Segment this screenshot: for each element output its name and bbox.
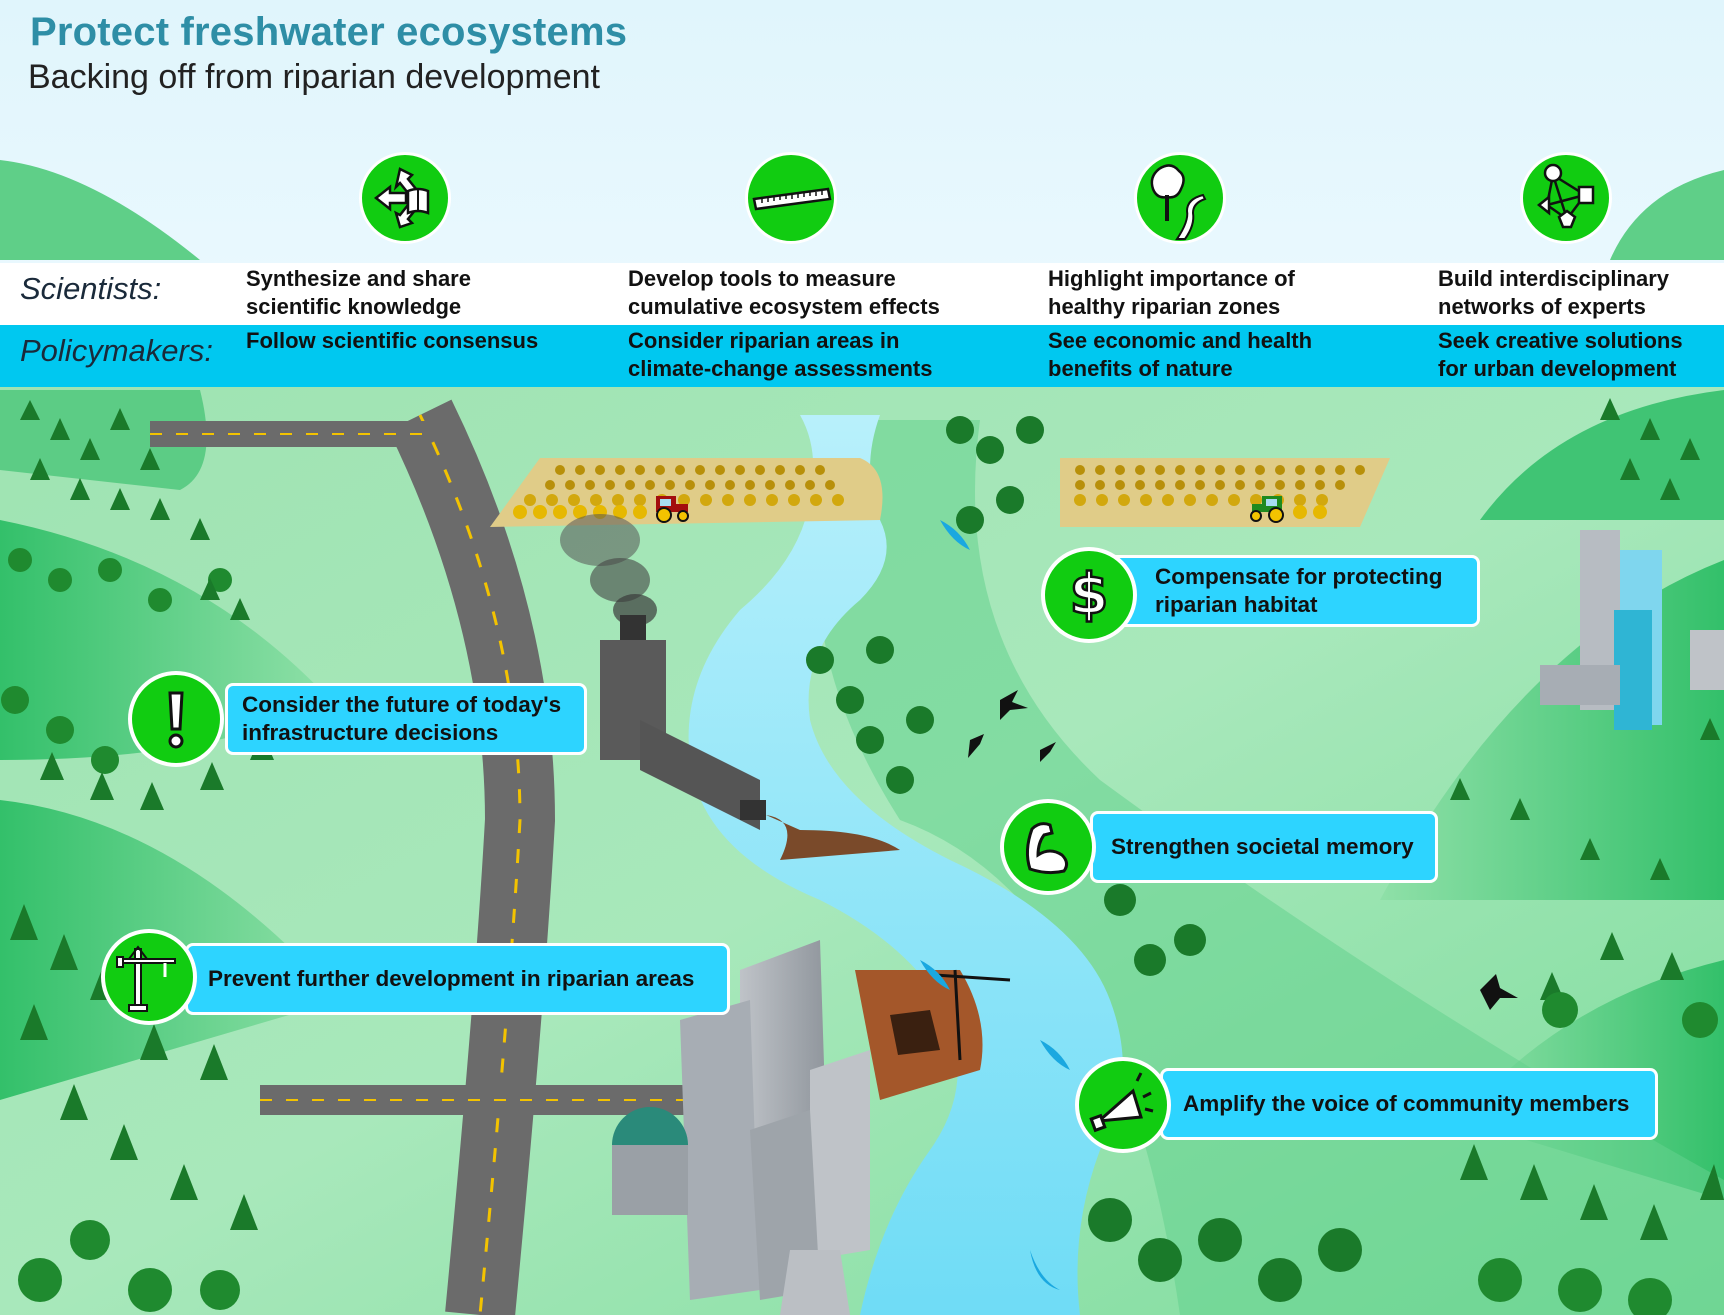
scientists-action-3: Highlight importance of healthy riparian… bbox=[1048, 265, 1295, 321]
scientists-action-2-line1: Develop tools to measure bbox=[628, 266, 896, 291]
factory bbox=[560, 514, 900, 860]
callout-infrastructure-line1: Consider the future of today's bbox=[242, 692, 562, 717]
tree-river-icon bbox=[1134, 152, 1226, 244]
farm-field-right bbox=[1060, 458, 1390, 527]
callout-prevent-development: Prevent further development in riparian … bbox=[185, 943, 730, 1015]
callout-societal-memory-line1: Strengthen societal memory bbox=[1111, 834, 1414, 859]
policymakers-action-2-line1: Consider riparian areas in bbox=[628, 328, 900, 353]
svg-text:$: $ bbox=[1070, 562, 1109, 627]
share-knowledge-icon bbox=[359, 152, 451, 244]
scientists-action-2-line2: cumulative ecosystem effects bbox=[628, 294, 940, 319]
callout-prevent-development-line1: Prevent further development in riparian … bbox=[208, 966, 695, 991]
tractor-green bbox=[1250, 496, 1284, 523]
forest-river-bank bbox=[806, 416, 1362, 1302]
city-buildings bbox=[612, 940, 870, 1315]
network-icon bbox=[1520, 152, 1612, 244]
policymakers-label: Policymakers: bbox=[20, 333, 213, 368]
policymakers-action-3-line1: See economic and health bbox=[1048, 328, 1313, 353]
forest-left-bottom bbox=[10, 904, 258, 1312]
policymakers-action-4: Seek creative solutions for urban develo… bbox=[1438, 327, 1683, 383]
scientists-action-4: Build interdisciplinary networks of expe… bbox=[1438, 265, 1669, 321]
ruler-icon bbox=[745, 152, 837, 244]
policymakers-action-1: Follow scientific consensus bbox=[246, 327, 538, 355]
construction-site bbox=[855, 969, 1011, 1100]
page-subtitle: Backing off from riparian development bbox=[28, 58, 601, 96]
scientists-action-1: Synthesize and share scientific knowledg… bbox=[246, 265, 471, 321]
water-splashes bbox=[920, 520, 1070, 1290]
scientists-action-3-line1: Highlight importance of bbox=[1048, 266, 1295, 291]
policymakers-action-2-line2: climate-change assessments bbox=[628, 356, 933, 381]
callout-compensate-line2: riparian habitat bbox=[1155, 592, 1318, 617]
hill-right-upper bbox=[1480, 390, 1724, 520]
scientists-action-1-line2: scientific knowledge bbox=[246, 294, 462, 319]
forests bbox=[1, 398, 1724, 1315]
callout-societal-memory: Strengthen societal memory bbox=[1090, 811, 1438, 883]
scientists-row: Scientists: Synthesize and share scienti… bbox=[0, 263, 1724, 325]
dollar-icon: $ bbox=[1041, 547, 1137, 643]
tractor-red bbox=[656, 496, 689, 523]
forest-left-top bbox=[8, 400, 250, 620]
birds bbox=[968, 690, 1518, 1010]
callout-compensate-line1: Compensate for protecting bbox=[1155, 564, 1443, 589]
policymakers-action-3: See economic and health benefits of natu… bbox=[1048, 327, 1312, 383]
scientists-action-2: Develop tools to measure cumulative ecos… bbox=[628, 265, 940, 321]
callout-community-voice-line1: Amplify the voice of community members bbox=[1183, 1091, 1630, 1116]
megaphone-icon bbox=[1075, 1057, 1171, 1153]
scientists-action-4-line1: Build interdisciplinary bbox=[1438, 266, 1670, 291]
road-network bbox=[150, 399, 700, 1315]
hill-top-right bbox=[1610, 170, 1724, 260]
callout-community-voice: Amplify the voice of community members bbox=[1160, 1068, 1658, 1140]
policymakers-action-4-line1: Seek creative solutions bbox=[1438, 328, 1683, 353]
river bbox=[688, 415, 1123, 1315]
right-city-buildings bbox=[1540, 530, 1724, 730]
callout-infrastructure: Consider the future of today's infrastru… bbox=[225, 683, 587, 755]
crane-icon bbox=[101, 929, 197, 1025]
scientists-action-4-line2: networks of experts bbox=[1438, 294, 1646, 319]
scientists-action-1-line1: Synthesize and share bbox=[246, 266, 471, 291]
flexed-arm-icon bbox=[1000, 799, 1096, 895]
page-title: Protect freshwater ecosystems bbox=[30, 10, 628, 54]
policymakers-action-3-line2: benefits of nature bbox=[1048, 356, 1233, 381]
policymakers-action-2: Consider riparian areas in climate-chang… bbox=[628, 327, 933, 383]
policymakers-action-1-line1: Follow scientific consensus bbox=[246, 328, 539, 353]
hill-top-left bbox=[0, 160, 200, 260]
exclamation-icon bbox=[128, 671, 224, 767]
policymakers-row: Policymakers: Follow scientific consensu… bbox=[0, 325, 1724, 387]
callout-infrastructure-line2: infrastructure decisions bbox=[242, 720, 499, 745]
policymakers-action-4-line2: for urban development bbox=[1438, 356, 1677, 381]
forest-right bbox=[1450, 398, 1724, 1315]
scientists-action-3-line2: healthy riparian zones bbox=[1048, 294, 1281, 319]
scientists-label: Scientists: bbox=[20, 271, 162, 306]
